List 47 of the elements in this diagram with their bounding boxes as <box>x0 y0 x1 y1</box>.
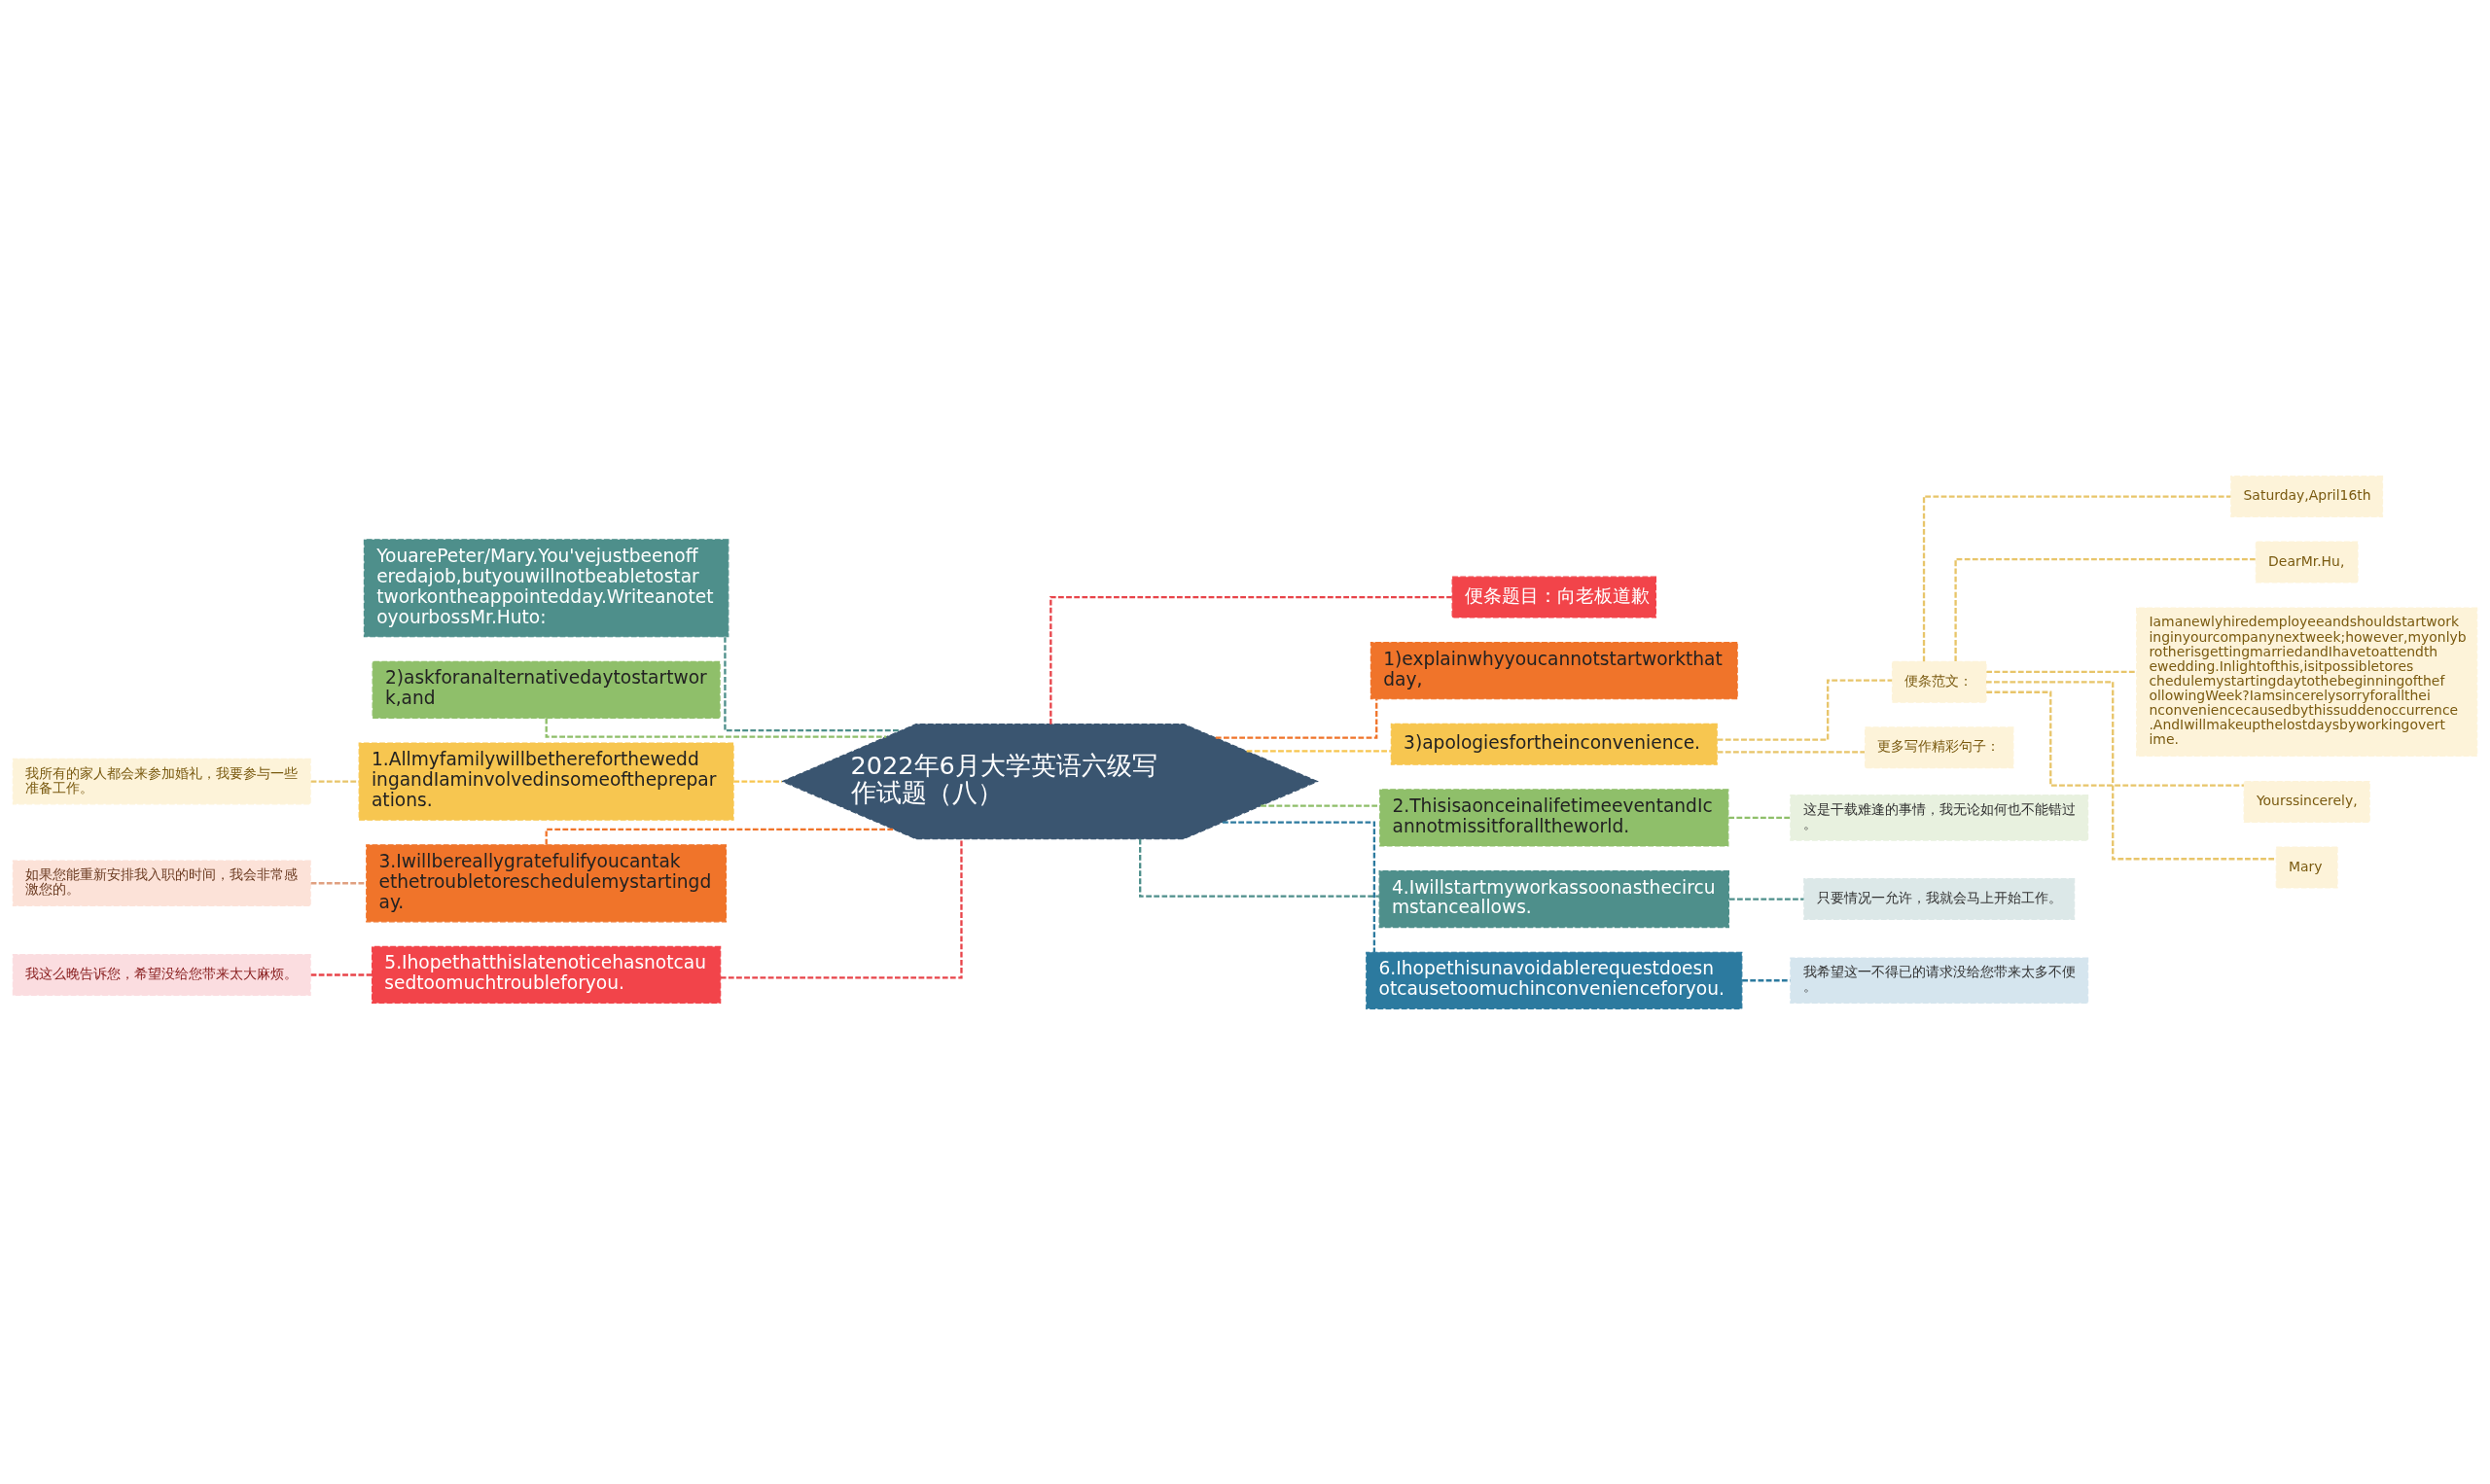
connector <box>1922 494 2231 661</box>
node-box: YouarePeter/Mary.You'vejustbeenofferedajob,butyouwillnotbeabletostartworkontheappointedday.WriteanotetoyourbossMr.Huto: <box>363 538 729 637</box>
node-box: 我希望这一不得已的请求没给您带来太多不便。 <box>1790 956 2089 1004</box>
node-box: 便条题目：向老板道歉 <box>1451 576 1656 618</box>
node-box: DearMr.Hu, <box>2255 541 2359 583</box>
node-box: Iamanewlyhiredemployeeandshouldstartworkinginyourcompanynextweek;however,myonlybrotherisgettingmarriedandIhavetoattendthewedding.Inlightofthis,isitpossibletoreschedulemystartingdaytothebeginningofthefollowingWeek?Iamsincerelysorryforalltheinconveniencecausedbythissuddenoccurrence.AndIwillmakeupthelostdaysbyworkingovertime. <box>2136 607 2478 757</box>
node-box: 1)explainwhyyoucannotstartworkthatday, <box>1370 641 1738 699</box>
connector <box>1215 698 1378 739</box>
connector <box>1728 816 1791 819</box>
connector <box>1717 750 1866 754</box>
connector <box>1728 897 1804 901</box>
connector <box>720 838 963 979</box>
node-box: 5.Ihopethatthislatenoticehasnotcausedtoomuchtroubleforyou. <box>371 945 722 1004</box>
connector <box>733 779 782 783</box>
node-box: 便条范文： <box>1891 660 1987 703</box>
node-box: 1.AllmyfamilywillbetherefortheweddingandIaminvolvedinsomeofthepreparations. <box>358 742 734 821</box>
node-box: 3)apologiesfortheinconvenience. <box>1390 723 1718 765</box>
connector <box>1261 804 1380 807</box>
node-box: Saturday,April16th <box>2230 475 2384 517</box>
connector <box>1954 557 2257 661</box>
connector <box>1986 690 2244 787</box>
connector <box>724 636 902 731</box>
connector <box>1139 838 1379 898</box>
node-box: 2)askforanalternativedaytostartwork,and <box>372 660 721 719</box>
node-box: 3.Iwillbereallygratefulifyoucantakethetroubletoreschedulemystartingday. <box>366 843 728 922</box>
node-box: Mary <box>2275 845 2338 888</box>
connector <box>1717 678 1893 741</box>
connector <box>545 828 894 845</box>
connector <box>1986 680 2277 860</box>
node-box: 更多写作精彩句子： <box>1865 725 2014 768</box>
node-box: 我这么晚告诉您，希望没给您带来太大麻烦。 <box>12 953 311 996</box>
connector <box>1222 820 1376 952</box>
node-box: 2.ThisisaonceinalifetimeeventandIcannotmissitforalltheworld. <box>1379 788 1729 846</box>
node-box: Yourssincerely, <box>2243 780 2370 823</box>
connector <box>1742 978 1791 981</box>
node-box: 6.Ihopethisunavoidablerequestdoesnotcausetoomuchinconvenienceforyou. <box>1366 951 1743 1009</box>
node-box: 只要情况一允许，我就会马上开始工作。 <box>1803 877 2076 920</box>
node-box: 我所有的家人都会来参加婚礼，我要参与一些准备工作。 <box>12 758 311 804</box>
connector <box>310 881 367 884</box>
node-box: 4.Iwillstartmyworkassoonasthecircumstanceallows. <box>1378 869 1730 928</box>
connector <box>1986 670 2137 673</box>
node-box: 这是干载难逢的事情，我无论如何也不能错过。 <box>1790 794 2089 841</box>
connector <box>1246 749 1392 753</box>
connector <box>310 779 359 783</box>
connector <box>310 972 373 976</box>
node-box: 如果您能重新安排我入职的时间，我会非常感激您的。 <box>12 859 311 906</box>
connector <box>1049 595 1453 724</box>
